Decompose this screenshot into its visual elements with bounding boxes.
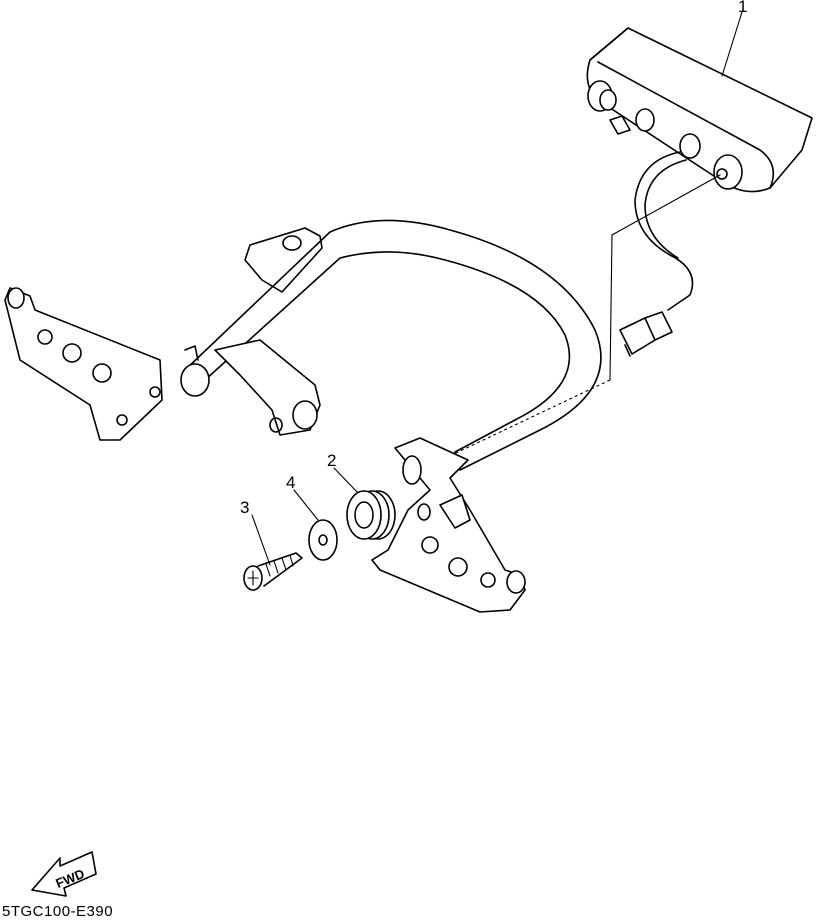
carrier-bracket [4,219,602,613]
drawing-code: 5TGC100-E390 [2,903,114,920]
callout-2: 2 [327,451,336,470]
screw [243,552,303,591]
tail-light-assembly [586,27,813,357]
callout-1: 1 [738,0,747,16]
callout-leaders [251,11,743,566]
grommet [346,490,396,540]
forward-direction-arrow-icon: FWD [31,851,97,897]
callout-4: 4 [286,473,295,492]
callout-3: 3 [240,498,249,517]
washer [308,519,338,561]
